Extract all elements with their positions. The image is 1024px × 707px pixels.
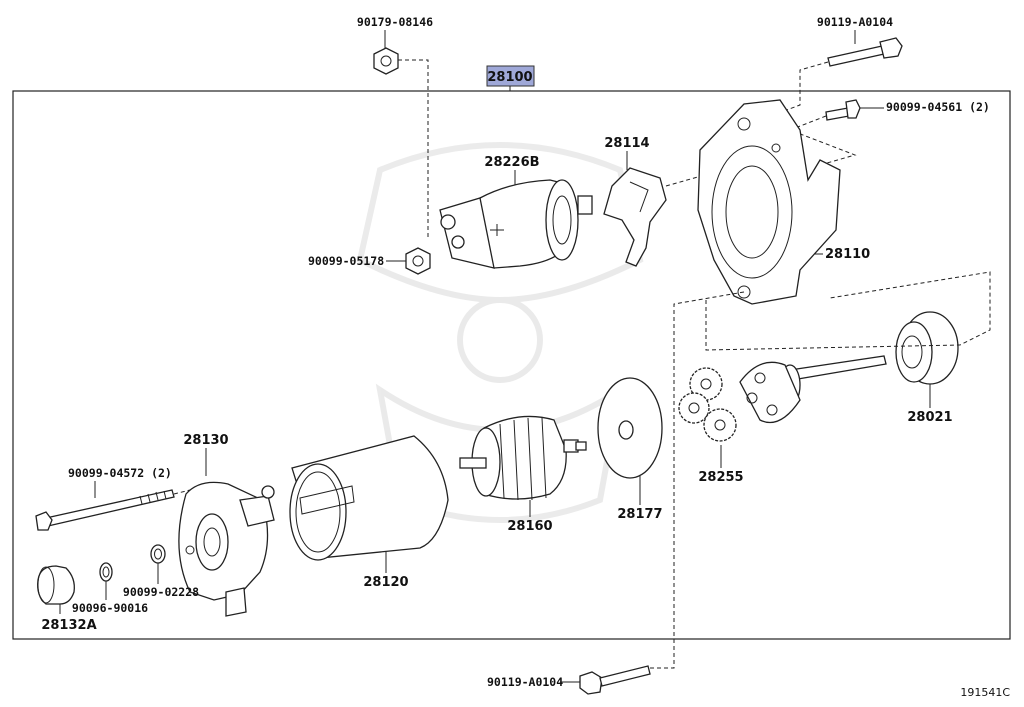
label-end-frame[interactable]: 28130 (183, 433, 228, 448)
end-frame-part[interactable] (178, 481, 275, 617)
assembly-frame (12, 90, 1011, 640)
label-armature[interactable]: 28160 (507, 519, 552, 534)
label-yoke[interactable]: 28120 (363, 575, 408, 590)
label-bolt-top-right[interactable]: 90119-A0104 (817, 15, 893, 29)
housing-part[interactable] (697, 99, 841, 305)
nut-solenoid-part[interactable] (405, 247, 431, 275)
bolt-bottom-part[interactable] (579, 665, 651, 695)
lever-part[interactable] (603, 167, 667, 267)
label-bolt-bottom[interactable]: 90119-A0104 (487, 675, 563, 689)
label-lever[interactable]: 28114 (604, 136, 649, 151)
yoke-part[interactable] (289, 435, 449, 561)
armature-part[interactable] (459, 415, 587, 501)
label-through-bolt[interactable]: 90099-04572 (2) (68, 466, 172, 480)
bolt-top-right-part[interactable] (827, 37, 903, 67)
label-solenoid[interactable]: 28226B (484, 155, 539, 170)
cap-part[interactable] (37, 565, 75, 605)
label-housing[interactable]: 28110 (825, 247, 870, 262)
washer-a-part[interactable] (150, 544, 166, 564)
label-washer-b[interactable]: 90096-90016 (72, 601, 148, 615)
label-nut-solenoid[interactable]: 90099-05178 (308, 254, 384, 268)
clutch-part[interactable] (895, 311, 959, 385)
gears-part[interactable] (678, 367, 737, 442)
washer-b-part[interactable] (99, 562, 113, 582)
label-cap[interactable]: 28132A (41, 618, 96, 633)
label-clutch[interactable]: 28021 (907, 410, 952, 425)
assembly-label[interactable]: 28100 (486, 65, 535, 87)
through-bolt-part[interactable] (35, 489, 175, 531)
label-plate[interactable]: 28177 (617, 507, 662, 522)
plate-part[interactable] (597, 377, 663, 479)
label-washer-a[interactable]: 90099-02228 (123, 585, 199, 599)
solenoid-part[interactable] (439, 179, 593, 269)
label-bolt-right[interactable]: 90099-04561 (2) (886, 100, 990, 114)
shaft-carrier-part (739, 355, 887, 424)
label-gears[interactable]: 28255 (698, 470, 743, 485)
diagram-reference: 191541C (960, 686, 1010, 699)
label-nut-top[interactable]: 90179-08146 (357, 15, 433, 29)
assembly-label-text: 28100 (487, 70, 532, 85)
nut-top-part[interactable] (373, 47, 399, 75)
bolt-right-part[interactable] (825, 99, 861, 121)
